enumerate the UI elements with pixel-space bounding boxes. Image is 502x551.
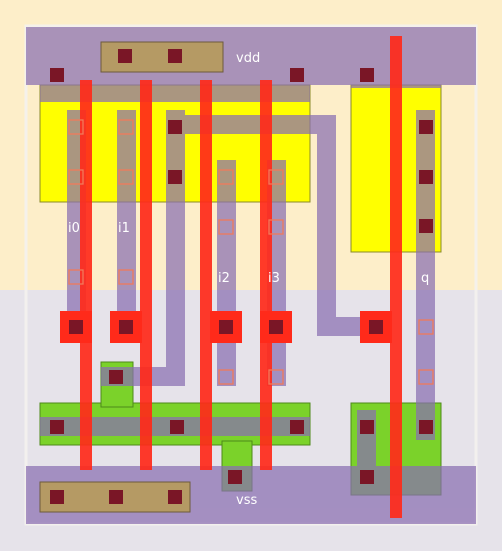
- label-i0: i0: [68, 221, 80, 236]
- label-i2: i2: [218, 271, 230, 286]
- label-i1: i1: [118, 221, 130, 236]
- label-q: q: [421, 271, 429, 286]
- label-i3: i3: [268, 271, 280, 286]
- contacts: [50, 49, 433, 504]
- via-markers: [68, 119, 434, 385]
- label-vdd: vdd: [236, 51, 260, 66]
- label-vss: vss: [236, 493, 257, 508]
- poly-contact-pads: [60, 311, 392, 343]
